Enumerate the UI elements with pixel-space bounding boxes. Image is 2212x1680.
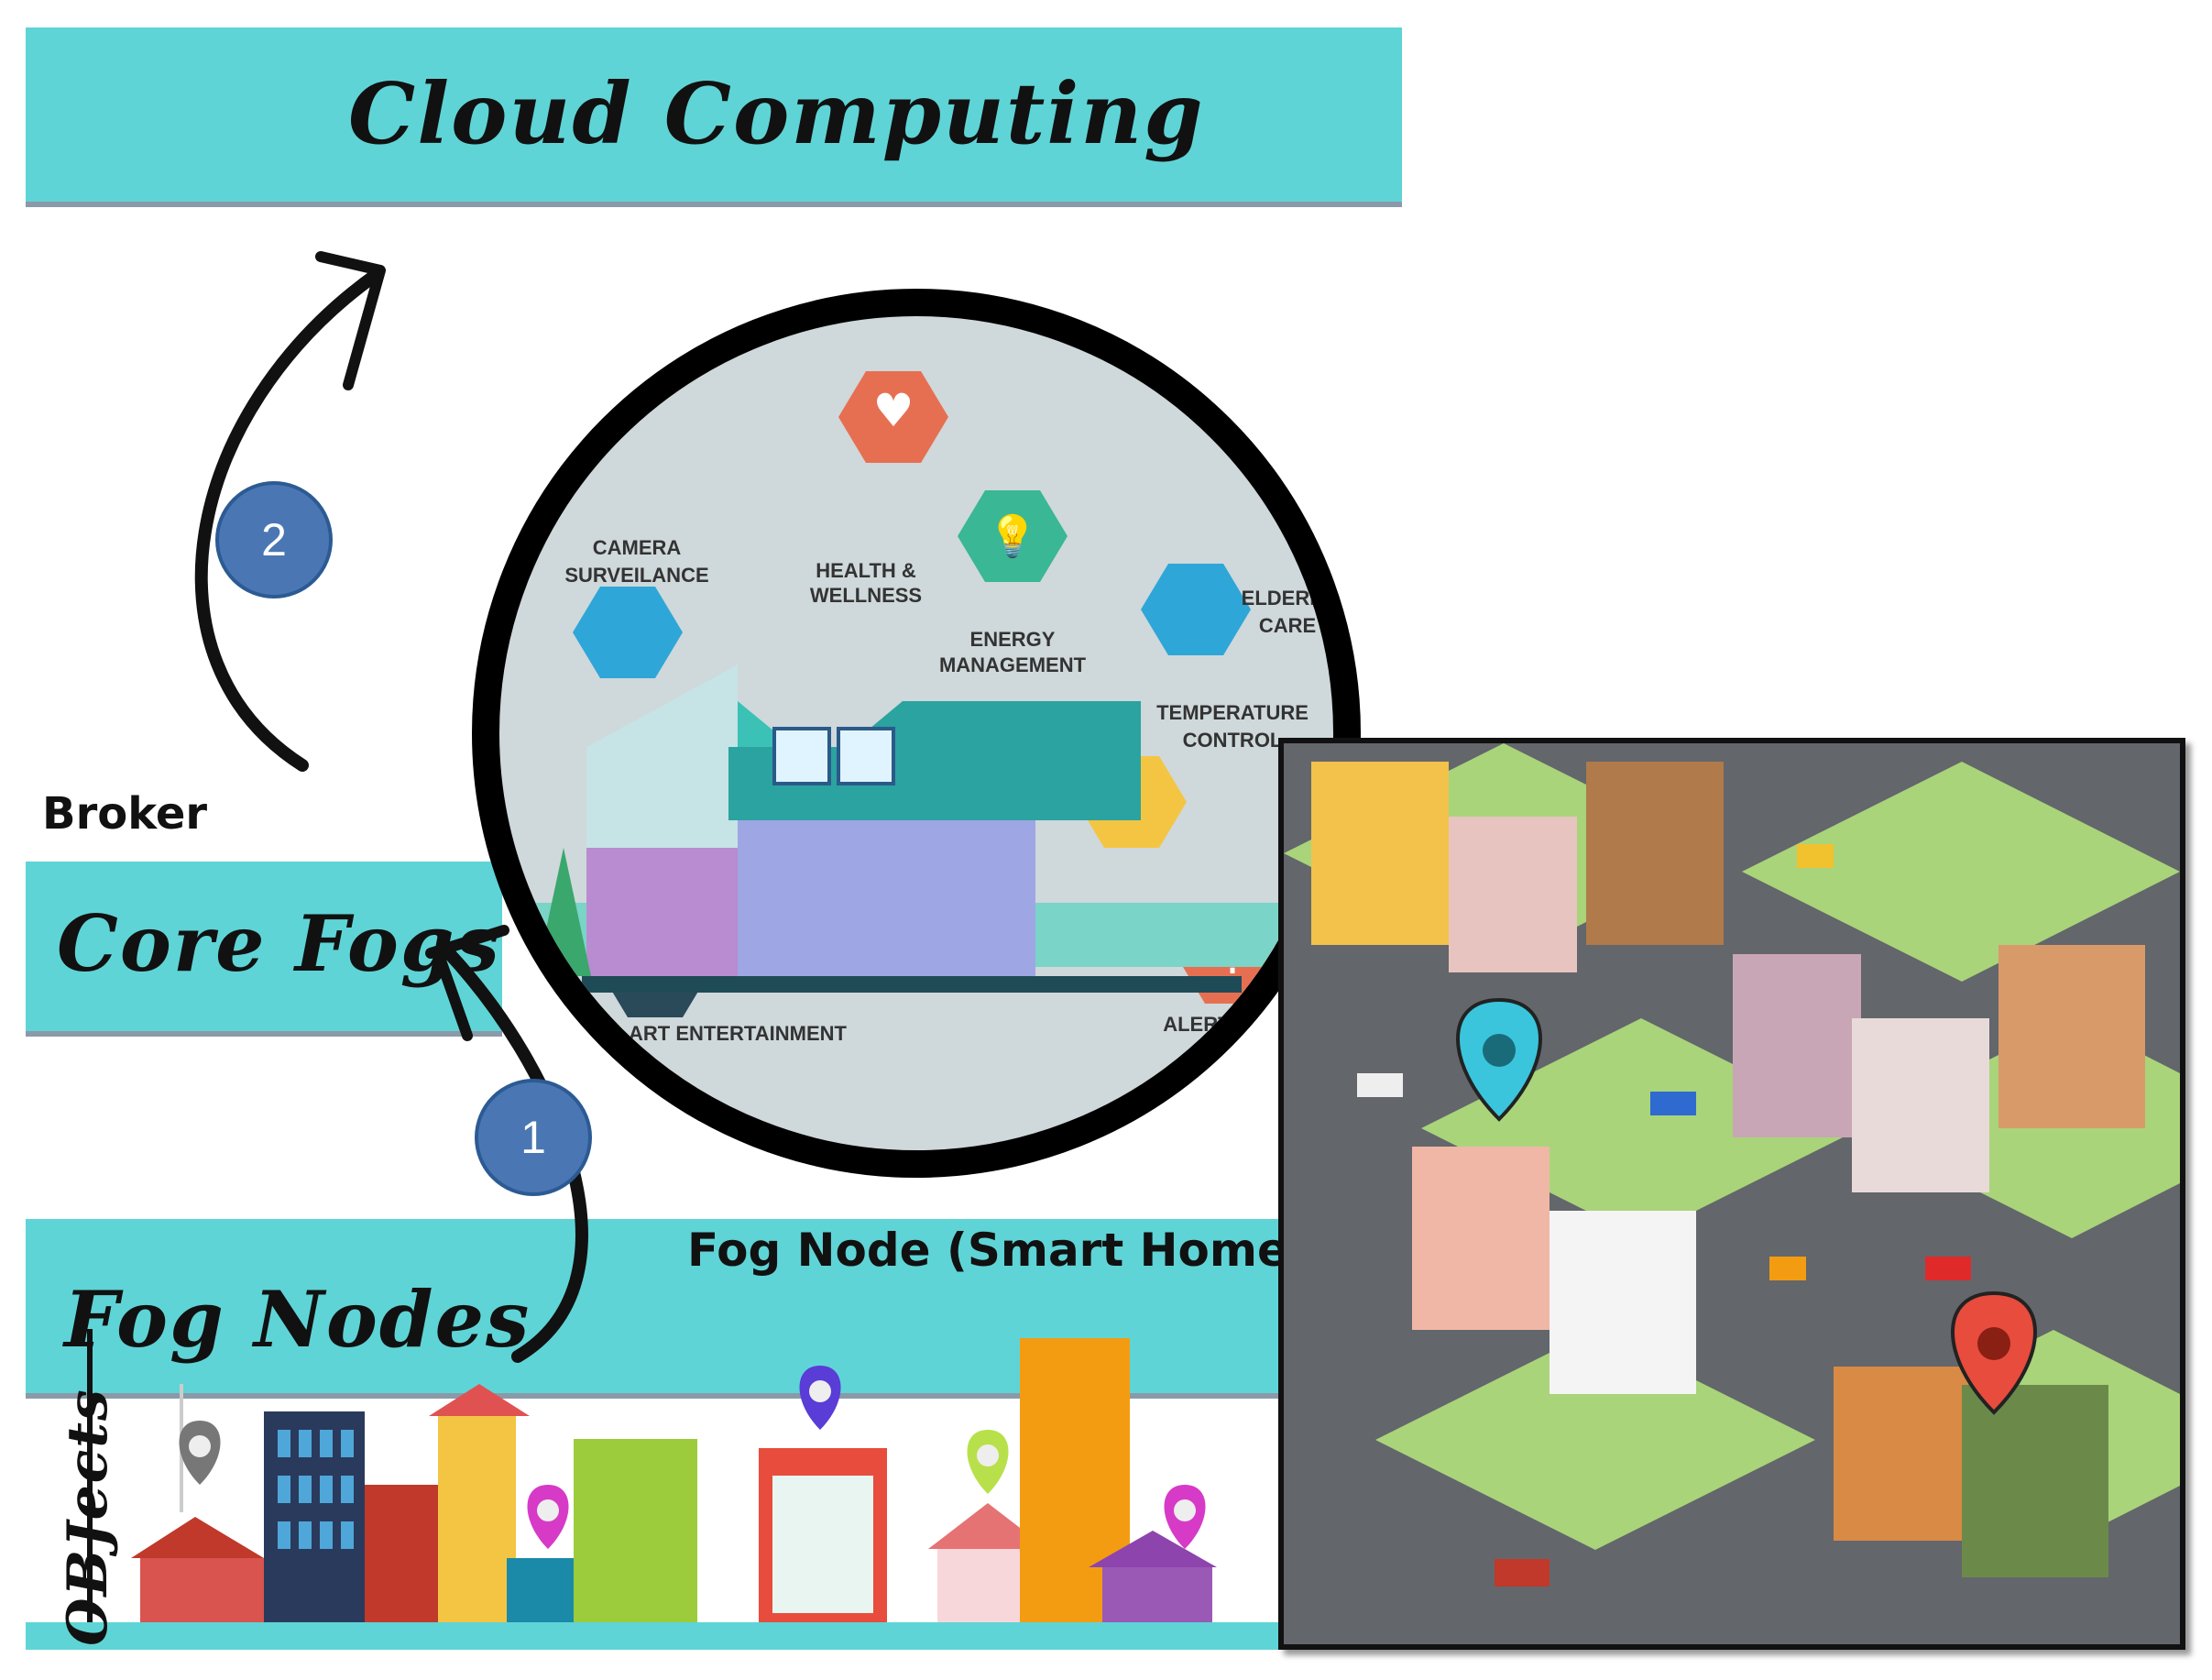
city-map [1278, 738, 2185, 1650]
energy-label-1: ENERGY [970, 628, 1056, 651]
health-icon: ♥ [838, 371, 948, 463]
objects-skyline [87, 1329, 1217, 1622]
fog-node-label: Fog Node (Smart Home) [687, 1224, 1309, 1277]
elderly-label-1: ELDERLY [1242, 587, 1334, 609]
elderly-label-2: CARE [1259, 614, 1316, 637]
camera-icon [573, 587, 683, 678]
broker-label: Broker [42, 788, 208, 840]
objects-base-band [26, 1622, 1309, 1650]
map-pin-cyan-icon [1456, 997, 1542, 1122]
core-fogs-band [26, 862, 502, 1031]
map-pin-gray-icon [179, 1421, 221, 1485]
health-label-1: HEALTH & [816, 559, 916, 582]
energy-label-2: MANAGEMENT [939, 653, 1087, 676]
elderly-icon [1141, 564, 1251, 655]
smart-home-lens: ♥ 💡 ! CAMERA SURVEILANCE HEALTH & WELLNE… [472, 289, 1361, 1178]
fog-nodes-title: Fog Nodes [64, 1274, 531, 1365]
temperature-label-1: TEMPERATURE [1156, 701, 1309, 724]
step-2-badge: 2 [215, 481, 333, 598]
camera-label-2: SURVEILANCE [564, 564, 708, 587]
map-pin-red-icon [1951, 1290, 2037, 1415]
health-label-2: WELLNESS [810, 584, 922, 607]
svg-text:♥: ♥ [873, 384, 914, 437]
entertainment-label: ART ENTERTAINMENT [629, 1022, 847, 1045]
map-pin-magenta-icon [527, 1485, 569, 1549]
step-1-badge: 1 [475, 1079, 592, 1196]
smart-home-illustration: ♥ 💡 ! CAMERA SURVEILANCE HEALTH & WELLNE… [499, 371, 1334, 1045]
city-illustration [1284, 743, 2180, 1587]
map-pin-lime-icon [967, 1430, 1009, 1494]
map-pin-pink-icon [1164, 1485, 1206, 1549]
energy-icon: 💡 [958, 490, 1068, 582]
map-pin-purple-icon [799, 1366, 841, 1430]
camera-label-1: CAMERA [593, 536, 682, 559]
cloud-computing-title: Cloud Computing [348, 64, 1205, 163]
temperature-label-2: CONTROL [1183, 729, 1283, 752]
cloud-computing-band [26, 27, 1402, 202]
core-fogs-title: Core Fogs [57, 898, 501, 989]
svg-text:💡: 💡 [988, 513, 1038, 560]
